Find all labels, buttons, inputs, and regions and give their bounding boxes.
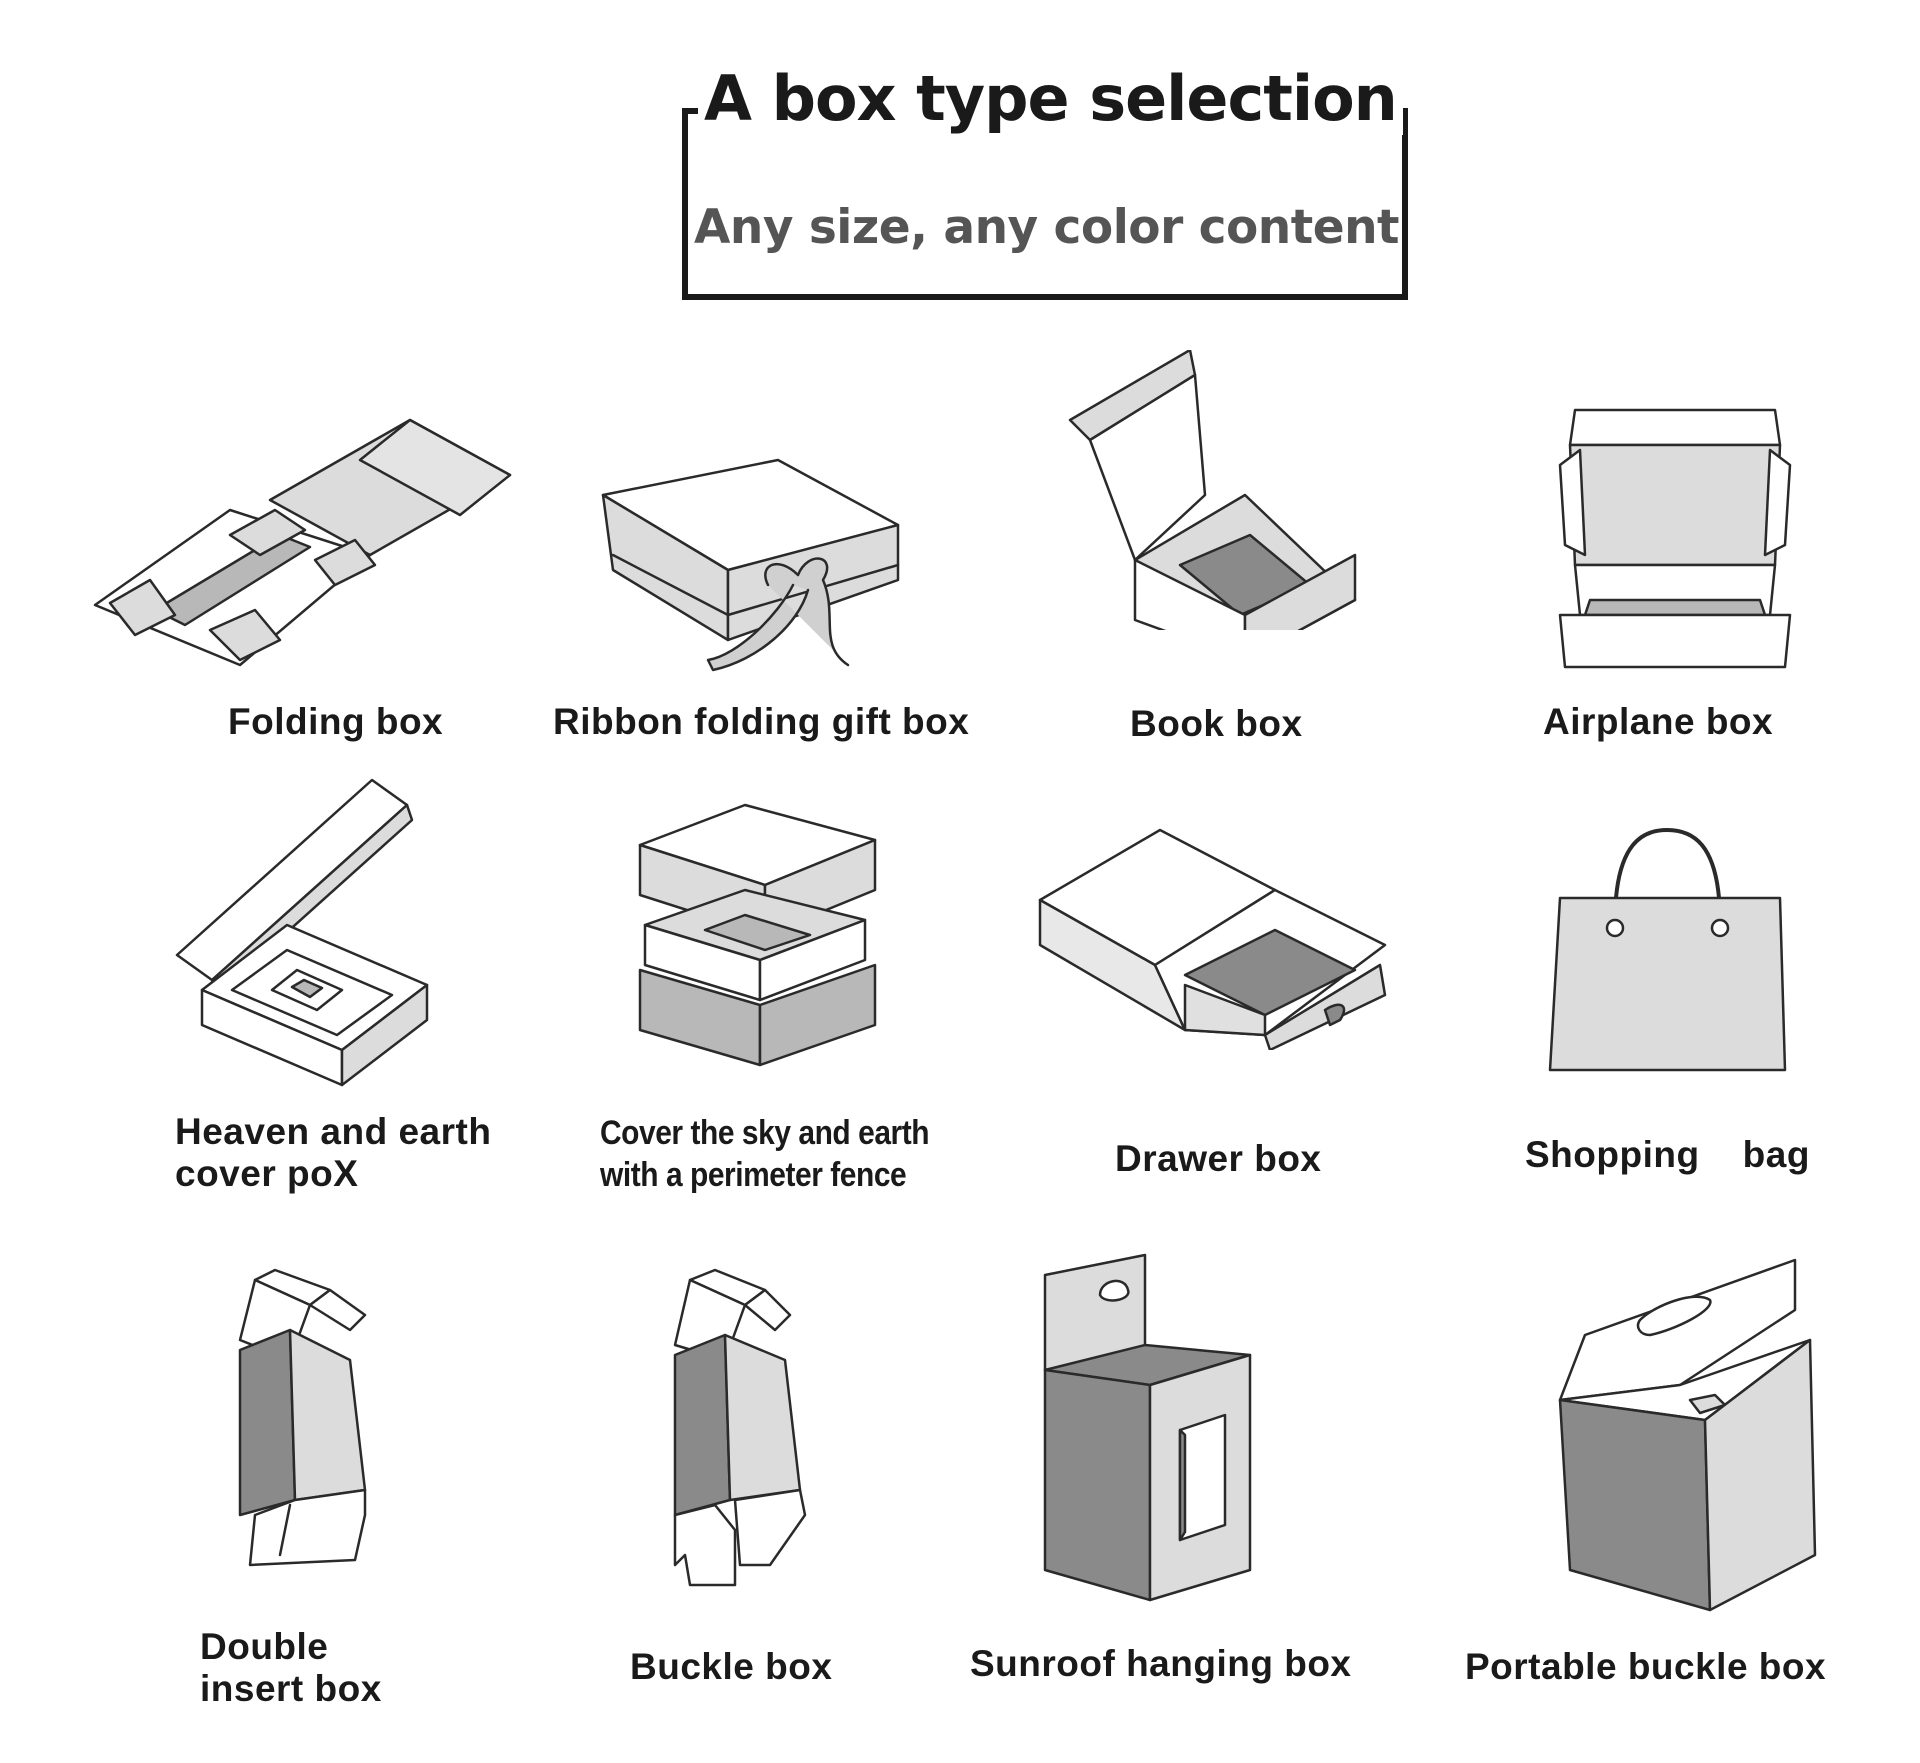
- item-label-folding-box: Folding box: [228, 701, 444, 742]
- item-label-drawer-box: Drawer box: [1115, 1138, 1322, 1179]
- fence-box-icon: [638, 803, 877, 1067]
- airplane-box-icon: [1558, 408, 1792, 669]
- page-subtitle: Any size, any color content: [694, 200, 1400, 255]
- item-label-fence-box-line1: Cover the sky and earth: [600, 1114, 930, 1152]
- item-label-book-box: Book box: [1130, 703, 1303, 744]
- buckle-box-icon: [673, 1268, 807, 1587]
- shopping-bag-icon: [1548, 827, 1787, 1072]
- header-frame-top-left: [682, 108, 700, 114]
- item-label-fence-box-line2: with a perimeter fence: [600, 1156, 907, 1194]
- item-label-airplane-box: Airplane box: [1543, 701, 1774, 742]
- item-label-sunroof-hanging-box: Sunroof hanging box: [970, 1643, 1352, 1684]
- header-frame: [682, 108, 1408, 300]
- sunroof-hanging-box-icon: [1043, 1253, 1252, 1602]
- item-label-heaven-earth-line2: cover poX: [175, 1153, 359, 1194]
- item-label-ribbon-gift-box: Ribbon folding gift box: [553, 701, 970, 742]
- item-label-portable-buckle-box: Portable buckle box: [1465, 1646, 1827, 1687]
- item-label-double-insert-line2: insert box: [200, 1668, 382, 1709]
- heaven-earth-box-icon: [175, 778, 429, 1087]
- page-title: A box type selection: [698, 62, 1403, 135]
- folding-box-icon: [93, 418, 512, 667]
- book-box-icon: [1068, 350, 1357, 630]
- drawer-box-icon: [1038, 828, 1387, 1050]
- item-label-buckle-box: Buckle box: [630, 1646, 833, 1687]
- portable-buckle-box-icon: [1558, 1258, 1817, 1612]
- double-insert-box-icon: [238, 1268, 367, 1567]
- item-label-shopping-bag: Shopping bag: [1525, 1134, 1810, 1175]
- ribbon-gift-box-icon: [601, 458, 900, 672]
- item-label-heaven-earth-line1: Heaven and earth: [175, 1111, 492, 1152]
- item-label-double-insert-line1: Double: [200, 1626, 329, 1667]
